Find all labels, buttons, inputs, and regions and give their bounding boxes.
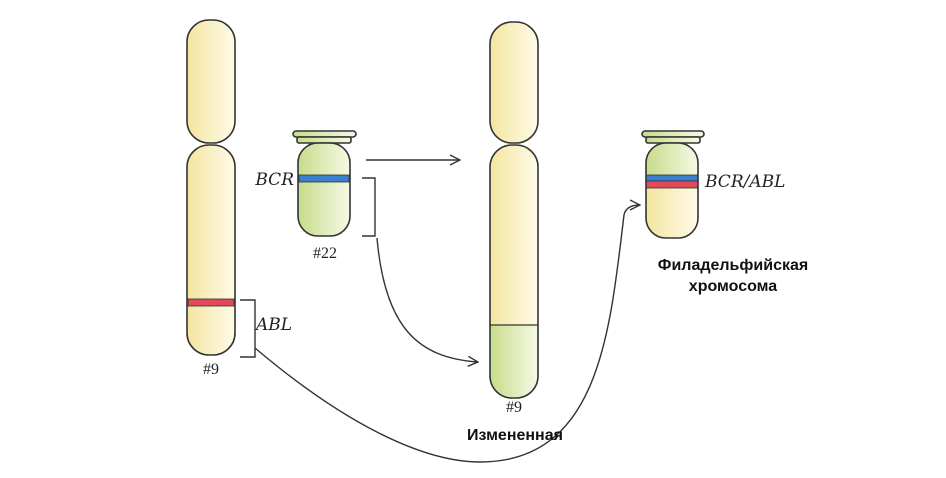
bcr-bracket <box>362 177 376 237</box>
chr9-label: #9 <box>203 361 219 378</box>
modified-chromosome-9 <box>489 21 539 399</box>
philadelphia-caption-line2: хромосома <box>689 278 778 295</box>
abl-bracket <box>240 299 256 358</box>
arrow-bcr-fragment <box>376 237 478 362</box>
chromosome-9 <box>186 19 236 356</box>
modified-chr9-caption: Измененная <box>467 427 563 444</box>
arrow-abl-fragment <box>254 205 640 463</box>
abl-band <box>646 180 698 189</box>
philadelphia-caption-line1: Филадельфийская <box>658 257 808 274</box>
modified-chr9-label: #9 <box>506 399 522 416</box>
bcr-band <box>298 174 350 183</box>
bcr-label: BCR <box>254 170 294 190</box>
abl-band <box>187 298 235 307</box>
philadelphia-chromosome <box>641 130 705 239</box>
bcr-band <box>646 174 698 182</box>
chromosome-22 <box>292 130 357 237</box>
abl-label: ABL <box>254 315 292 335</box>
chr22-label: #22 <box>313 245 337 262</box>
bcr-abl-label: BCR/ABL <box>704 172 785 192</box>
